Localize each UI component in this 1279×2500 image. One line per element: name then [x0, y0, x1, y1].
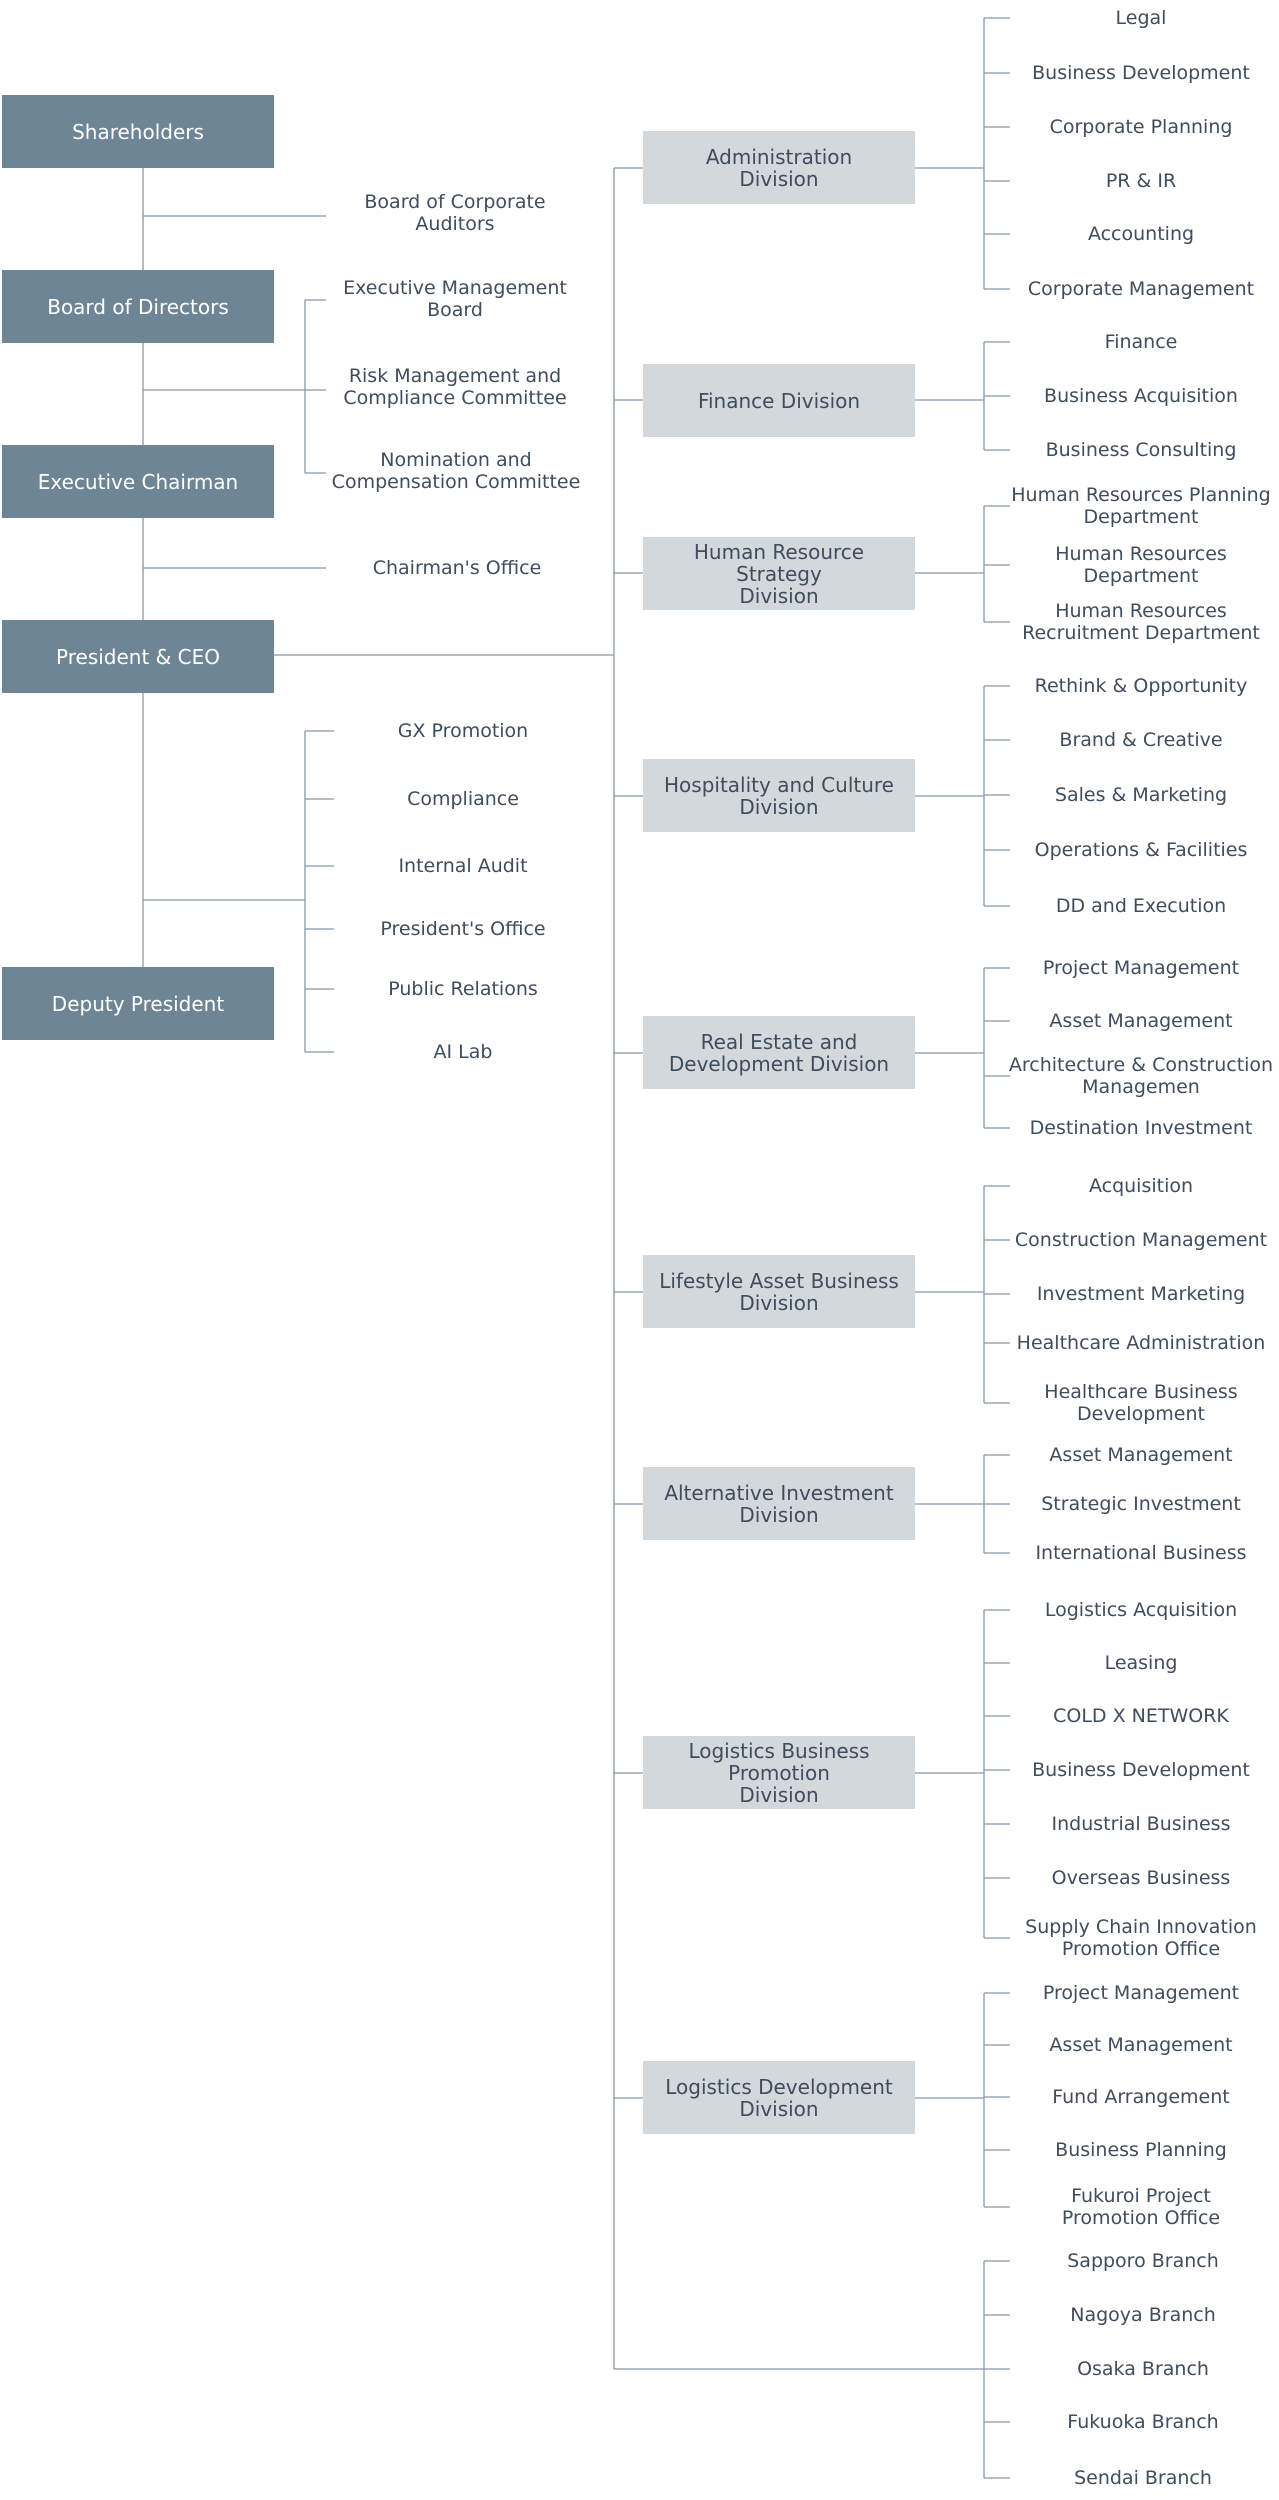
unit-overseas-business: Overseas Business	[1051, 1867, 1231, 1889]
box-deputy-president: Deputy President	[2, 967, 274, 1040]
office-ai-lab: AI Lab	[433, 1041, 493, 1063]
unit-destination-investment: Destination Investment	[1029, 1117, 1253, 1139]
chairmans-office: Chairman's Office	[372, 557, 542, 579]
office-compliance: Compliance	[407, 788, 519, 810]
unit-dd-and-execution: DD and Execution	[1055, 895, 1227, 917]
branch-sendai-branch: Sendai Branch	[1074, 2467, 1212, 2489]
unit-finance: Finance	[1104, 331, 1178, 353]
box-president-ceo: President & CEO	[2, 620, 274, 693]
unit-business-development: Business Development	[1032, 1759, 1250, 1781]
box-shareholders: Shareholders	[2, 95, 274, 168]
unit-construction-management: Construction Management	[1014, 1229, 1268, 1251]
unit-asset-management: Asset Management	[1049, 2034, 1233, 2056]
division-finance-division: Finance Division	[643, 364, 915, 437]
unit-international-business: International Business	[1035, 1542, 1247, 1564]
unit-business-acquisition: Business Acquisition	[1044, 385, 1238, 407]
unit-sales-marketing: Sales & Marketing	[1054, 784, 1228, 806]
office-gx-promotion: GX Promotion	[397, 720, 529, 742]
unit-healthcare-administration: Healthcare Administration	[1016, 1332, 1266, 1354]
unit-acquisition: Acquisition	[1088, 1175, 1194, 1197]
unit-asset-management: Asset Management	[1049, 1010, 1233, 1032]
unit-industrial-business: Industrial Business	[1051, 1813, 1231, 1835]
unit-legal: Legal	[1115, 7, 1167, 29]
unit-business-consulting: Business Consulting	[1045, 439, 1237, 461]
unit-operations-facilities: Operations & Facilities	[1034, 839, 1248, 861]
office-public-relations: Public Relations	[388, 978, 538, 1000]
unit-rethink-opportunity: Rethink & Opportunity	[1034, 675, 1248, 697]
office-president-s-office: President's Office	[380, 918, 546, 940]
branch-sapporo-branch: Sapporo Branch	[1067, 2250, 1219, 2272]
box-board-of-directors: Board of Directors	[2, 270, 274, 343]
office-internal-audit: Internal Audit	[398, 855, 528, 877]
branch-osaka-branch: Osaka Branch	[1077, 2358, 1209, 2380]
unit-project-management: Project Management	[1042, 1982, 1240, 2004]
unit-strategic-investment: Strategic Investment	[1041, 1493, 1241, 1515]
unit-investment-marketing: Investment Marketing	[1036, 1283, 1246, 1305]
box-executive-chairman: Executive Chairman	[2, 445, 274, 518]
unit-asset-management: Asset Management	[1049, 1444, 1233, 1466]
unit-business-development: Business Development	[1032, 62, 1250, 84]
unit-accounting: Accounting	[1087, 223, 1195, 245]
unit-pr-ir: PR & IR	[1105, 170, 1177, 192]
unit-corporate-planning: Corporate Planning	[1049, 116, 1233, 138]
branch-nagoya-branch: Nagoya Branch	[1070, 2304, 1216, 2326]
unit-corporate-management: Corporate Management	[1027, 278, 1255, 300]
unit-cold-x-network: COLD X NETWORK	[1053, 1705, 1229, 1727]
unit-logistics-acquisition: Logistics Acquisition	[1044, 1599, 1238, 1621]
branch-fukuoka-branch: Fukuoka Branch	[1067, 2411, 1219, 2433]
unit-fund-arrangement: Fund Arrangement	[1052, 2086, 1230, 2108]
unit-leasing: Leasing	[1104, 1652, 1178, 1674]
unit-business-planning: Business Planning	[1055, 2139, 1227, 2161]
unit-brand-creative: Brand & Creative	[1059, 729, 1223, 751]
unit-project-management: Project Management	[1042, 957, 1240, 979]
